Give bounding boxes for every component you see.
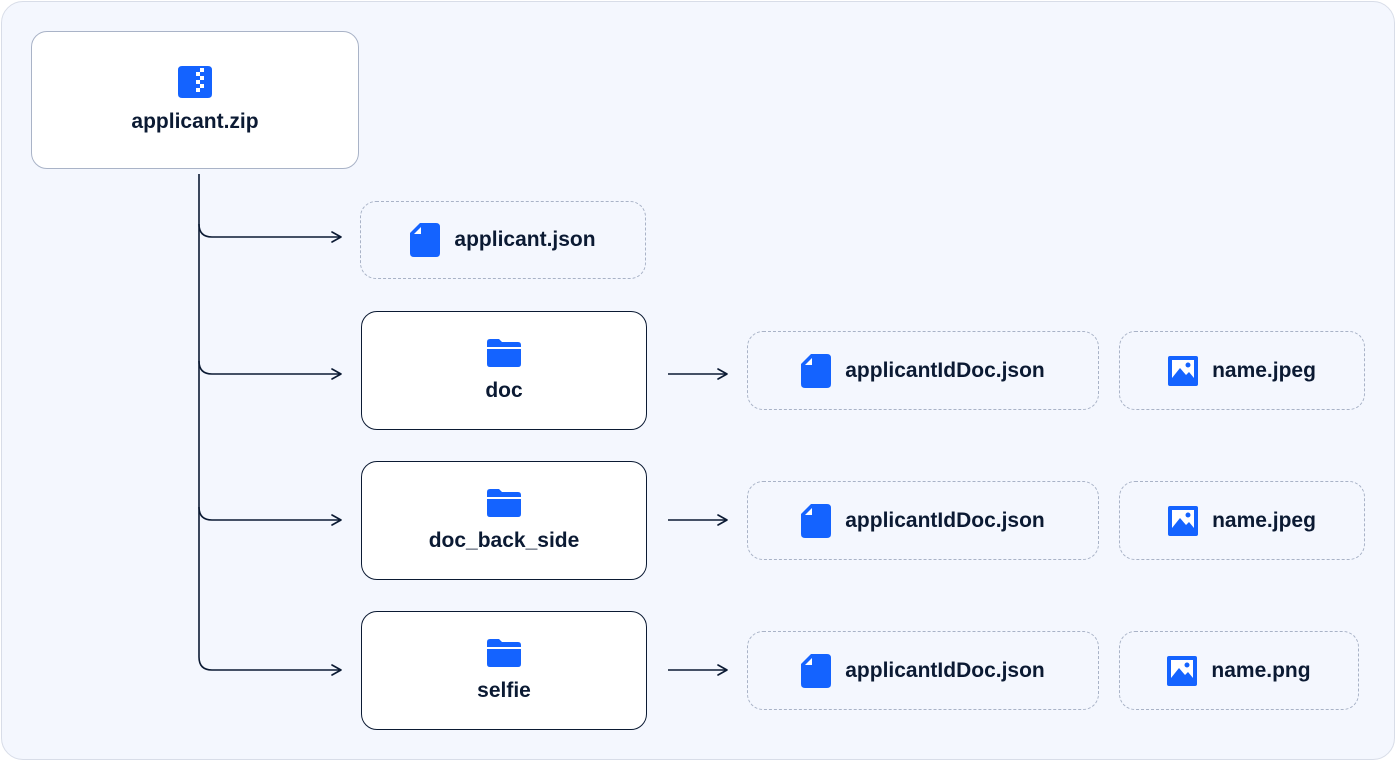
folder-label-selfie: selfie bbox=[477, 678, 531, 702]
root-zip-label: applicant.zip bbox=[131, 110, 259, 133]
folder-node-selfie: selfie bbox=[361, 611, 647, 730]
file-label-doc-back-side-image: name.jpeg bbox=[1212, 508, 1316, 532]
file-icon bbox=[801, 653, 832, 688]
file-label-doc-back-side-json: applicantIdDoc.json bbox=[845, 508, 1045, 532]
folder-icon bbox=[487, 638, 521, 667]
applicant-json-node: applicant.json bbox=[360, 201, 646, 279]
folder-label-doc: doc bbox=[485, 378, 523, 402]
file-node-doc-json: applicantIdDoc.json bbox=[747, 331, 1099, 410]
folder-node-doc: doc bbox=[361, 311, 647, 430]
file-label-selfie-image: name.png bbox=[1211, 658, 1311, 682]
folder-icon bbox=[487, 488, 521, 517]
image-icon bbox=[1168, 505, 1199, 536]
folder-node-doc-back-side: doc_back_side bbox=[361, 461, 647, 580]
branch-doc-back-side bbox=[198, 506, 342, 526]
folder-label-doc-back-side: doc_back_side bbox=[428, 528, 580, 552]
branch-doc bbox=[198, 360, 342, 380]
file-label-doc-image: name.jpeg bbox=[1212, 358, 1316, 382]
applicant-json-label: applicant.json bbox=[454, 228, 596, 251]
root-zip-node: applicant.zip bbox=[31, 31, 359, 169]
file-node-selfie-json: applicantIdDoc.json bbox=[747, 631, 1099, 710]
file-node-doc-back-side-image: name.jpeg bbox=[1119, 481, 1365, 560]
folder-icon bbox=[487, 338, 521, 367]
file-icon bbox=[410, 223, 441, 257]
file-node-selfie-image: name.png bbox=[1119, 631, 1359, 710]
file-label-selfie-json: applicantIdDoc.json bbox=[845, 658, 1045, 682]
file-node-doc-back-side-json: applicantIdDoc.json bbox=[747, 481, 1099, 560]
image-icon bbox=[1167, 655, 1198, 686]
file-icon bbox=[801, 503, 832, 538]
file-icon bbox=[801, 353, 832, 388]
file-node-doc-image: name.jpeg bbox=[1119, 331, 1365, 410]
image-icon bbox=[1168, 355, 1199, 386]
branch-selfie bbox=[198, 656, 342, 676]
file-label-doc-json: applicantIdDoc.json bbox=[845, 358, 1045, 382]
branch-applicant-json bbox=[198, 223, 342, 243]
zip-file-icon bbox=[178, 66, 212, 98]
